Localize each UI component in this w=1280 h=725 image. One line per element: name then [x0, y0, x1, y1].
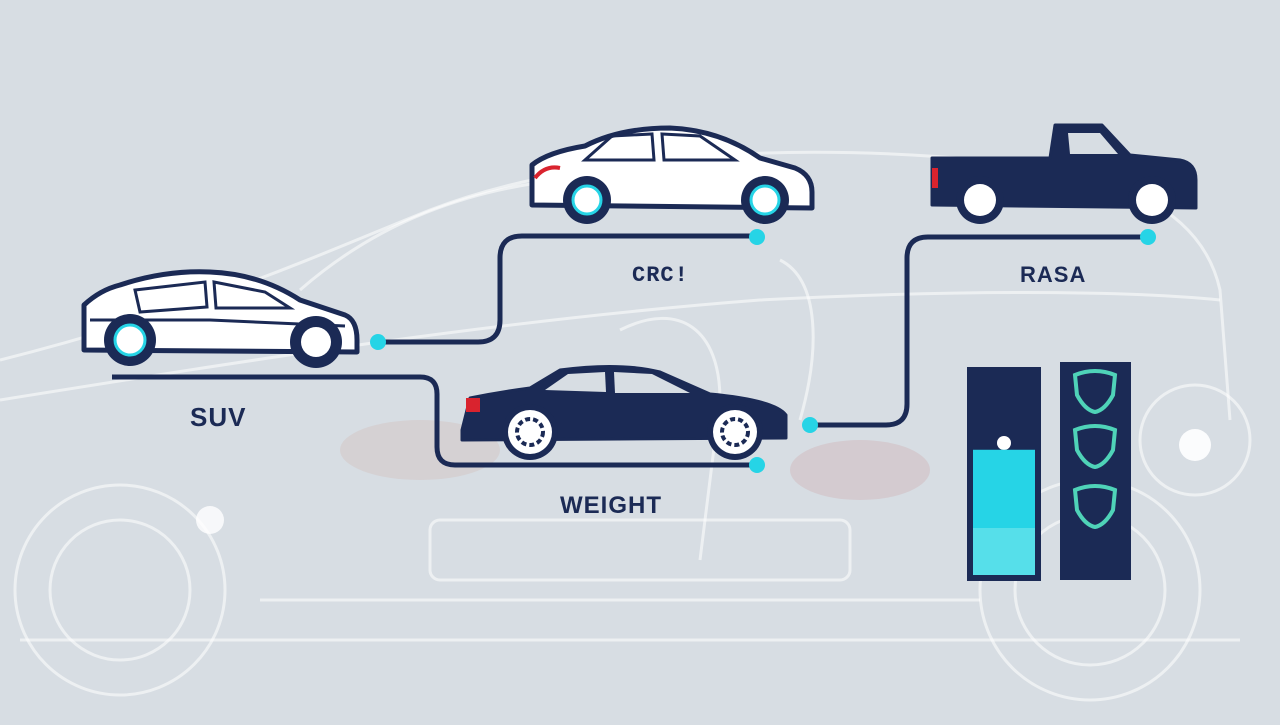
label-crc: CRC! [632, 263, 689, 288]
connector-suv-to-crc [378, 233, 757, 345]
node-rasa [1140, 229, 1156, 245]
label-rasa: RASA [1020, 262, 1087, 287]
badge-2 [1072, 424, 1118, 470]
label-weight: WEIGHT [560, 492, 662, 519]
sedan-car-icon [460, 364, 788, 460]
badge-1 [1072, 369, 1118, 415]
connector-suv-to-weight [112, 374, 757, 468]
vertical-gauge-icon [967, 367, 1041, 581]
node-weight-right [802, 417, 818, 433]
gauge-indicator-dot [997, 436, 1011, 450]
badge-panel [1060, 362, 1131, 580]
suv-car-icon [81, 269, 360, 368]
label-suv: SUV [190, 402, 247, 432]
connector-weight-to-rasa [810, 234, 1148, 428]
connector-nodes [370, 229, 1156, 473]
coupe-car-icon [529, 125, 815, 224]
background-car-wireframe [0, 150, 1252, 702]
connector-lines [112, 233, 1148, 468]
gauge-fill-lower [973, 528, 1035, 575]
node-crc [749, 229, 765, 245]
node-weight [749, 457, 765, 473]
shield-badge-icon [1060, 362, 1131, 580]
pickup-truck-icon [930, 123, 1198, 224]
node-suv [370, 334, 386, 350]
badge-3 [1072, 484, 1118, 530]
